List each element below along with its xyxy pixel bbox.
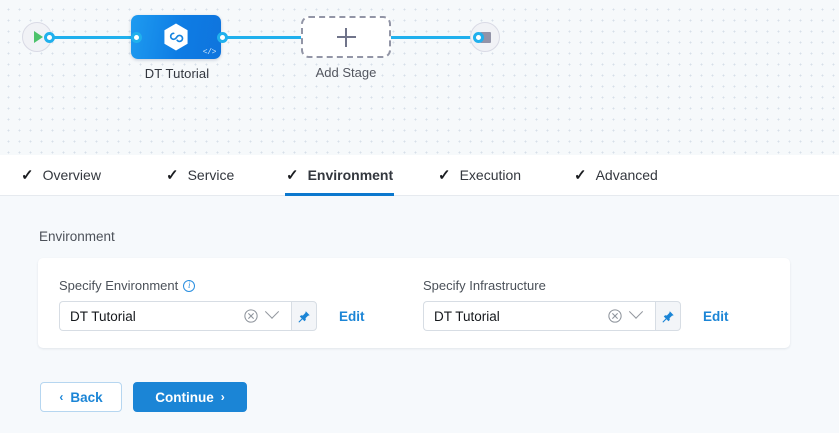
chevron-down-icon[interactable] [264,304,280,319]
environment-panel: Environment Specify Environment i DT Tut… [0,196,839,433]
tab-overview[interactable]: ✓ Overview [20,155,102,195]
pin-icon [662,310,674,322]
wizard-footer: ‹ Back Continue › [40,382,247,412]
clear-circle-icon[interactable] [608,309,622,323]
specify-infrastructure-label-row: Specify Infrastructure [423,278,729,293]
tab-service[interactable]: ✓ Service [165,155,235,195]
environment-card: Specify Environment i DT Tutorial [38,258,790,348]
connector-stage-to-add [222,36,306,39]
tab-advanced[interactable]: ✓ Advanced [573,155,659,195]
specify-environment-label: Specify Environment [59,278,179,293]
infrastructure-pin-button[interactable] [655,301,681,331]
port-start-out[interactable] [44,32,55,43]
tab-overview-label: Overview [42,167,101,183]
tab-advanced-label: Advanced [595,167,658,183]
stage-tabs: ✓ Overview ✓ Service ✓ Environment ✓ Exe… [0,155,839,196]
check-icon: ✓ [166,166,179,184]
check-icon: ✓ [286,166,299,184]
environment-select-value: DT Tutorial [70,308,136,324]
pipeline-canvas[interactable]: </> DT Tutorial Add Stage [0,0,839,155]
code-badge-icon: </> [202,48,217,57]
infrastructure-select-value: DT Tutorial [434,308,500,324]
port-stage-out[interactable] [217,32,228,43]
info-icon[interactable]: i [183,279,196,292]
specify-environment-label-row: Specify Environment i [59,278,365,293]
chevron-down-icon[interactable] [628,304,644,319]
add-stage-label: Add Stage [315,65,377,80]
infrastructure-select[interactable]: DT Tutorial [423,301,655,331]
back-button[interactable]: ‹ Back [40,382,122,412]
stage-node-dt-tutorial[interactable]: </> [131,15,221,59]
infrastructure-edit-link[interactable]: Edit [703,308,729,324]
check-icon: ✓ [21,166,34,184]
back-button-label: Back [70,389,103,405]
play-icon [34,31,43,43]
continue-button[interactable]: Continue › [133,382,247,412]
add-stage-button[interactable] [301,16,391,58]
pin-icon [298,310,310,322]
clear-circle-icon[interactable] [244,309,258,323]
harness-hexagon-icon [164,23,188,51]
stage-node-label: DT Tutorial [144,66,210,81]
port-stage-in[interactable] [131,32,142,43]
plus-icon [336,27,356,47]
specify-environment-control: DT Tutorial Edit [59,301,365,331]
port-end-in[interactable] [473,32,484,43]
environment-edit-link[interactable]: Edit [339,308,365,324]
continue-button-label: Continue [155,389,214,405]
environment-pin-button[interactable] [291,301,317,331]
section-title: Environment [39,229,115,244]
tab-environment-label: Environment [307,167,394,183]
tab-execution[interactable]: ✓ Execution [437,155,522,195]
connector-add-to-end [386,36,478,39]
field-specify-infrastructure: Specify Infrastructure DT Tutorial [423,278,729,331]
stop-icon [479,31,491,43]
environment-select[interactable]: DT Tutorial [59,301,291,331]
chevron-left-icon: ‹ [59,390,64,404]
tab-execution-label: Execution [459,167,522,183]
specify-infrastructure-label: Specify Infrastructure [423,278,546,293]
check-icon: ✓ [438,166,451,184]
check-icon: ✓ [574,166,587,184]
chevron-right-icon: › [220,390,225,404]
tab-service-label: Service [187,167,235,183]
field-specify-environment: Specify Environment i DT Tutorial [59,278,365,331]
tab-environment[interactable]: ✓ Environment [285,155,395,196]
connector-start-to-stage [44,36,136,39]
specify-infrastructure-control: DT Tutorial Edit [423,301,729,331]
